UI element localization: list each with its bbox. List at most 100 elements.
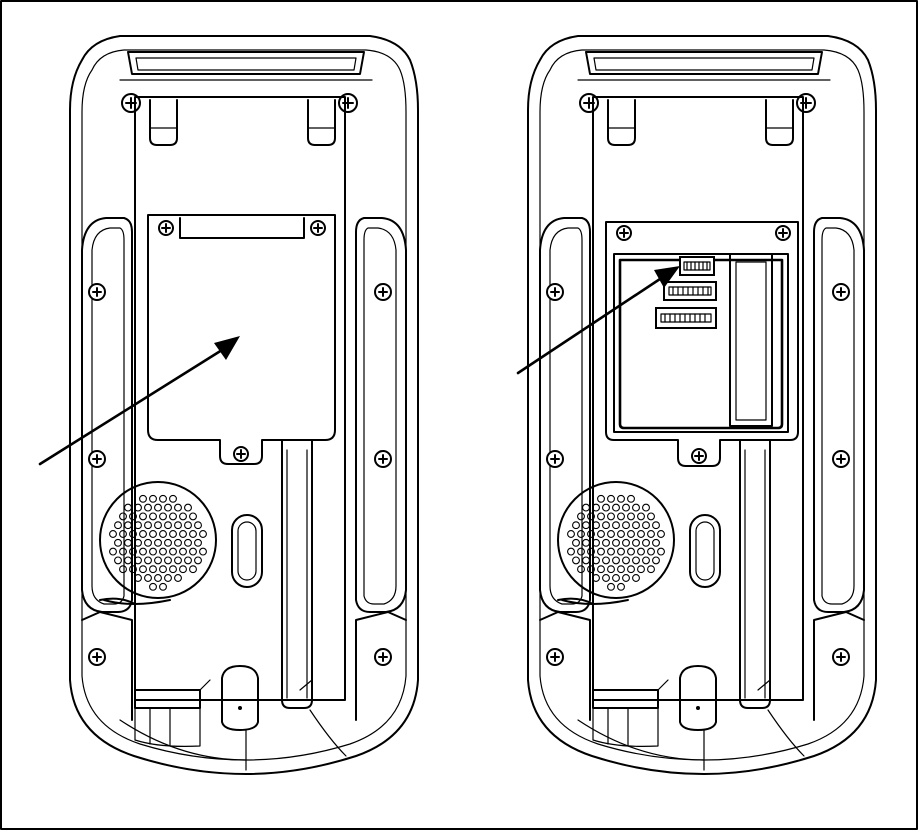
grille-hole [577, 530, 585, 538]
grille-hole [607, 494, 615, 503]
grille-hole [607, 530, 615, 538]
grille-hole [617, 582, 625, 591]
grille-hole [637, 512, 645, 521]
grille-hole [109, 530, 117, 538]
grille-hole [582, 556, 590, 565]
grille-hole [199, 530, 207, 538]
speaker-grille-icon [99, 481, 217, 605]
grille-hole [597, 565, 605, 574]
grille-hole [637, 547, 645, 556]
grille-hole [652, 538, 660, 547]
grille-hole [164, 538, 172, 547]
grille-hole [174, 521, 182, 530]
grille-hole [592, 503, 600, 512]
grille-hole [647, 547, 655, 556]
grille-hole [602, 538, 610, 547]
grille-hole [199, 547, 207, 556]
grille-hole [582, 521, 590, 530]
grille-hole [159, 494, 167, 503]
grille-hole [607, 512, 615, 521]
grille-hole [159, 530, 167, 538]
panel-left [38, 35, 419, 775]
grille-hole [144, 538, 152, 547]
grille-hole [642, 538, 650, 547]
grille-hole [184, 503, 192, 512]
grille-hole [622, 574, 630, 582]
grille-hole [154, 521, 162, 530]
grille-hole [632, 556, 640, 565]
battery-compartment [605, 221, 799, 467]
grille-hole [592, 556, 600, 565]
connector-icon [655, 307, 717, 329]
grille-hole [184, 538, 192, 547]
grille-hole [592, 574, 600, 582]
grille-hole [174, 574, 182, 582]
grille-hole [617, 512, 625, 521]
grille-hole [617, 565, 625, 574]
grille-hole [189, 512, 197, 521]
grille-hole [642, 521, 650, 530]
screw-icon [616, 225, 632, 241]
grille-hole [627, 565, 635, 574]
grille-hole [632, 521, 640, 530]
grille-hole [159, 547, 167, 556]
grille-hole [652, 521, 660, 530]
grille-hole [114, 556, 122, 565]
grille-hole [169, 530, 177, 538]
connector-icon [679, 256, 715, 276]
grille-hole [632, 574, 640, 582]
grille-hole [582, 538, 590, 547]
grille-hole [582, 503, 590, 512]
grille-hole [612, 521, 620, 530]
grille-hole [154, 503, 162, 512]
grille-hole [189, 530, 197, 538]
grille-hole [144, 574, 152, 582]
grille-hole [194, 556, 202, 565]
grille-hole [592, 538, 600, 547]
panel-right [516, 35, 877, 775]
grille-hole [189, 565, 197, 574]
grille-hole [617, 547, 625, 556]
grille-hole [602, 503, 610, 512]
grille-hole [134, 556, 142, 565]
grille-hole [657, 547, 665, 556]
grille-hole [149, 494, 157, 503]
grille-hole [587, 530, 595, 538]
grille-hole [134, 538, 142, 547]
grille-hole [159, 565, 167, 574]
grille-hole [577, 512, 585, 521]
arrow-icon [516, 266, 680, 375]
screw-icon [158, 220, 174, 236]
grille-hole [169, 512, 177, 521]
grille-hole [184, 521, 192, 530]
grille-hole [597, 530, 605, 538]
screw-icon [691, 448, 707, 464]
grille-hole [124, 503, 132, 512]
grille-hole [612, 556, 620, 565]
grille-hole [124, 521, 132, 530]
grille-hole [119, 512, 127, 521]
grille-hole [607, 565, 615, 574]
grille-hole [647, 512, 655, 521]
grille-hole [652, 556, 660, 565]
grille-hole [139, 547, 147, 556]
grille-hole [617, 494, 625, 503]
grille-hole [597, 512, 605, 521]
grille-hole [572, 556, 580, 565]
grille-hole [169, 547, 177, 556]
grille-hole [572, 538, 580, 547]
grille-hole [627, 494, 635, 503]
grille-hole [134, 521, 142, 530]
grille-hole [607, 582, 615, 591]
grille-hole [109, 547, 117, 556]
grille-hole [179, 530, 187, 538]
grille-hole [622, 503, 630, 512]
grille-hole [129, 530, 137, 538]
grille-hole [647, 530, 655, 538]
grille-hole [632, 503, 640, 512]
speaker-grille-icon [557, 481, 675, 605]
grille-hole [647, 565, 655, 574]
screw-icon [233, 446, 249, 462]
grille-hole [139, 565, 147, 574]
